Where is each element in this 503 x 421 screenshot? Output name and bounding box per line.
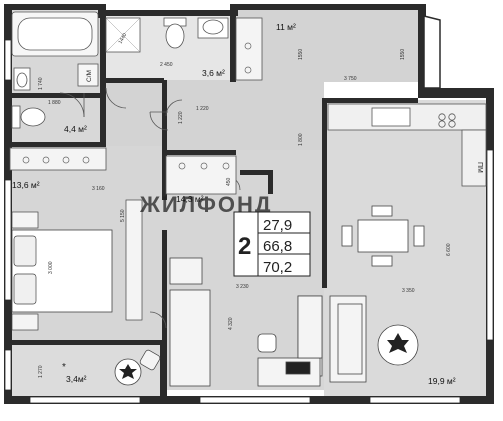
- dim-living-v: 6 600: [446, 243, 452, 256]
- dim-living-h: 3 350: [402, 288, 415, 294]
- dim-bath-side: 1 740: [38, 77, 44, 90]
- total-area-value: 66,8: [263, 238, 292, 255]
- dim-top-right: 1550: [298, 49, 304, 60]
- room-area-corridor: 11 м²: [276, 22, 296, 32]
- dining-table: [341, 205, 425, 267]
- full-area-value: 70,2: [263, 259, 292, 276]
- hall-furniture: [169, 257, 323, 387]
- room-area-shower: 3,6 м²: [202, 68, 225, 78]
- dim-mid-h: 3 750: [344, 76, 357, 82]
- bathtub: [11, 11, 99, 57]
- summary-box: 2 27,9 66,8 70,2: [233, 211, 311, 277]
- dim-hall-v: 1 800: [298, 133, 304, 146]
- washing-machine: С/М: [77, 63, 99, 87]
- bed: [11, 199, 143, 331]
- room-area-hall: 14,3 м²: [176, 194, 204, 204]
- rooms-count: 2: [238, 233, 251, 260]
- room-area-balcony: 3,4м²: [66, 374, 87, 384]
- kitchen: ПМ: [327, 103, 487, 187]
- dim-balcony: 1 270: [38, 365, 44, 378]
- washer-label: С/М: [86, 70, 93, 82]
- balcony-furniture: [114, 349, 161, 386]
- dim-corr-h: 1 220: [196, 106, 209, 112]
- ceiling-lamps: [22, 42, 252, 170]
- dim-small: 450: [226, 177, 232, 186]
- dim-hall-h: 3 230: [236, 284, 249, 290]
- balcony-star: *: [62, 362, 66, 373]
- dim-room-v: 5 150: [120, 209, 126, 222]
- room-area-living: 19,9 м²: [428, 376, 456, 386]
- inner-walls: [10, 16, 418, 398]
- dim-bath-h: 1 880: [48, 100, 61, 106]
- dim-top-shower: 2 450: [160, 62, 173, 68]
- dimension-labels: 2 450 1550 1550 3 750 1 880 1 740 1 220 …: [38, 49, 452, 378]
- dim-room-v2: 3 000: [48, 261, 54, 274]
- room-area-bathroom: 4,4 м²: [64, 124, 87, 134]
- dim-corr-v: 1 220: [178, 111, 184, 124]
- dishwasher-label: ПМ: [476, 162, 483, 173]
- sanitary: [11, 17, 229, 129]
- rug: [377, 324, 419, 366]
- living-area-value: 27,9: [263, 217, 292, 234]
- dim-room-h: 3 160: [92, 186, 105, 192]
- room-area-bedroom: 13,6 м²: [12, 180, 40, 190]
- shower-tray: 1440: [105, 17, 141, 53]
- shower-tray-label: 1440: [118, 32, 129, 45]
- windows: [4, 15, 494, 404]
- room-area-labels: 13,6 м² 4,4 м² 3,6 м² 11 м² 14,3 м² 19,9…: [12, 22, 456, 386]
- dim-right-col: 1550: [400, 49, 406, 60]
- dim-hall-v2: 4 320: [228, 317, 234, 330]
- wardrobes: [9, 17, 263, 195]
